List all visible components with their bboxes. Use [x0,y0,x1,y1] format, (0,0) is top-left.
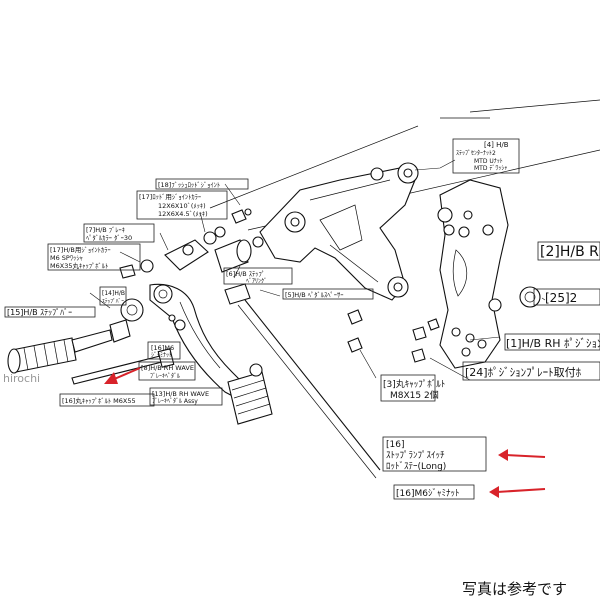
mount-bolts [347,309,440,363]
label-4-h-b: [4] H/B [484,141,509,149]
label-13-rh-wave: [13]H/B RH WAVE [152,390,209,398]
label-16-rod-stay-long: ﾛｯﾄﾞｽﾃｰ(Long) [386,461,446,472]
label-17-hb-joint-collar: [17]H/B用ｼﾞｮｲﾝﾄｶﾗｰ [50,246,111,254]
label-boxes [4,138,600,500]
label-7-pedal-collar: ﾍﾟﾀﾞﾙｶﾗｰ ﾀﾞｰ30 [86,234,132,242]
brake-rod [237,299,381,479]
brake-pedal-tip [227,363,273,425]
label-6-bearing: ﾍﾞｱﾘﾝｸﾞ [246,278,267,285]
brake-pedal-arm [149,283,251,403]
label-3-cap-bolt: [3]丸ｷｬｯﾌﾟﾎﾞﾙﾄ [383,378,445,390]
peg-nut [120,298,144,322]
label-17-rod-joint-collar: [17]ﾛｯﾄﾞ用ｼﾞｮｲﾝﾄｶﾗｰ [139,193,201,201]
label-25: [25]2 [545,291,577,305]
label-17-12x6x4-5: 12X6X4.5ﾞ(ﾒｯｷ) [158,210,208,218]
label-24-plate-bolt: [24]ﾎﾟｼﾞｼｮﾝﾌﾟﾚｰﾄ取付ﾎ [465,366,582,379]
label-13-pedal-assy: ﾌﾞﾚｰｷﾍﾟﾀﾞﾙ Assy [152,398,198,405]
reference-photo-note: 写真は参考です [462,580,568,598]
label-5-pedal-spacer: [5]H/B ﾍﾟﾀﾞﾙｽﾍﾟｰｻｰ [285,291,344,299]
label-14-step-bar: ｽﾃｯﾌﾟﾊﾞｰ [102,298,124,305]
part-labels: [4] H/B ｽﾃｯﾌﾟｾﾝﾀｰﾅｯﾄ2 MTD Uﾅｯﾄ MTD ﾃﾞﾜｯｼ… [7,141,600,499]
position-plate [437,179,509,369]
red-arrows [104,367,546,498]
label-8-rh-wave: [8]H/B RH WAVE [141,364,194,372]
footrest-peg [7,319,131,374]
label-6-step: [6]H/B ｽﾃｯﾌﾟ [226,270,265,278]
label-4-mtd-washer: MTD ﾃﾞﾜｯｼｬ [474,165,507,172]
label-7-brake: [7]H/B ﾌﾞﾚｰｷ [86,226,125,234]
label-16-m6-jam-nut: [16]M6ｼﾞｬﾐﾅｯﾄ [396,488,459,499]
long-cap-bolt [71,348,175,385]
label-2-h-b-rh: [2]H/B RH [540,244,600,260]
label-14-h-b: [14]H/B [102,290,125,297]
shaft-parts [119,208,264,331]
watermark: hirochi [3,372,41,385]
label-17-m6-sp-washer: M6 SPﾜｯｼｬ [50,254,83,262]
label-17-m6x35-bolt: M6X35丸ｷｬｯﾌﾟﾎﾞﾙﾄ [50,261,108,270]
red-arrow-rod-stay [498,449,546,461]
label-16-jam-nut: ｼﾞｬﾐﾅｯﾄ [151,352,172,359]
label-15-step-bar: [15]H/B ｽﾃｯﾌﾟﾊﾞｰ [7,308,72,317]
label-18-bush-rod-joint: [18]ﾌﾞｯｼｭﾛｯﾄﾞｼﾞｮｲﾝﾄ [158,181,220,189]
label-1-position-plate: [1]H/B RH ﾎﾟｼﾞｼｮﾝﾌ [506,337,600,350]
bushing-25 [519,286,541,308]
red-arrow-jam-nut-left [104,367,141,384]
label-16-stop-switch-num: [16] [386,440,404,450]
label-3-m8x15: M8X15 2個 [390,389,439,401]
label-16-stop-lamp-switch: ｽﾄｯﾌﾟﾗﾝﾌﾟｽｲｯﾁ [386,450,445,461]
label-16-m6: [16]M6 [151,344,174,352]
label-17-12x6x10: 12X6X10ﾞ(ﾒｯｷ) [158,202,206,210]
red-arrow-jam-nut-right [489,486,546,498]
label-4-step-center-nut: ｽﾃｯﾌﾟｾﾝﾀｰﾅｯﾄ2 [456,150,496,157]
label-16-m6x55-bolt: [16]丸ｷｬｯﾌﾟﾎﾞﾙﾄ M6X55 [62,396,136,405]
label-4-mtd-u-nut: MTD Uﾅｯﾄ [474,158,503,165]
heel-guard-plate [259,162,419,301]
label-8-brake-pedal: ﾌﾞﾚｰｷﾍﾟﾀﾞﾙ [150,373,180,380]
